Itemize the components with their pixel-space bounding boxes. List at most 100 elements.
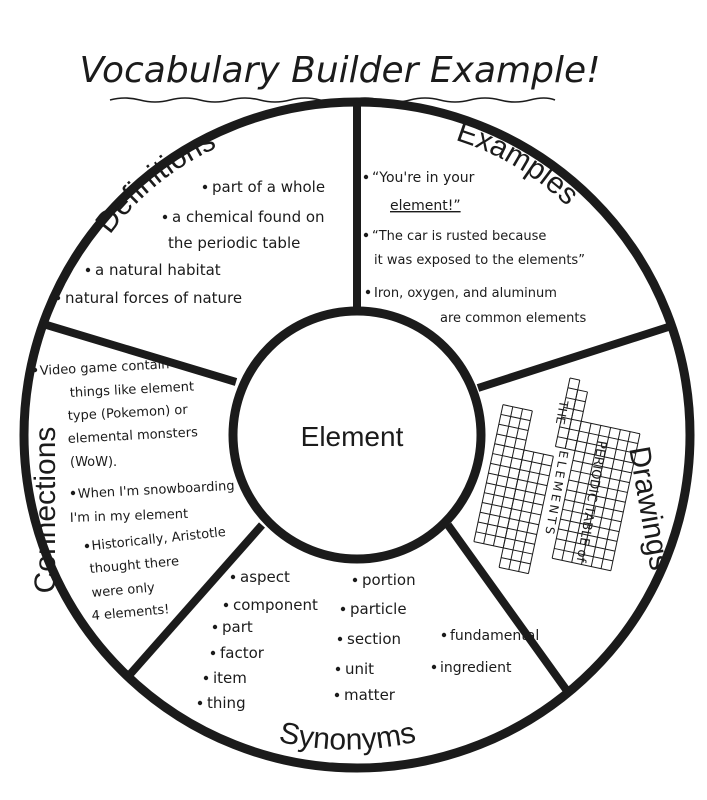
synonyms-col3: fundamental ingredient [440,628,539,676]
grid-line [555,445,566,450]
connections-item-4: elemental monsters [67,425,198,447]
grid-line [490,462,520,471]
grid-line [562,508,622,523]
synonym-component: component [233,596,318,614]
connections-item-7: I'm in my element [70,507,189,526]
connections-item-5: (WoW). [70,455,117,470]
synonym-ingredient: ingredient [440,660,512,676]
grid-line [496,433,527,441]
definitions-bullets [55,184,208,301]
divider-lower-right [444,522,574,698]
synonyms-col2: portion particle section unit matter [344,571,416,704]
grid-line [509,517,539,526]
connections-item-3: type (Pokemon) or [67,403,188,424]
examples-item-3: “The car is rusted because [372,229,546,244]
examples-item-1: “You're in your [372,170,475,186]
grid-line [572,459,632,474]
connections-bullets [32,367,90,549]
grid-line [498,423,529,431]
grid-line [480,511,510,519]
grid-line [581,420,641,435]
connections-item-11: 4 elements! [91,602,170,624]
grid-line [556,538,616,552]
definitions-item-3: the periodic table [168,234,300,252]
periodic-table-sketch [473,377,641,575]
grid-line [568,479,628,493]
grid-line [523,449,554,457]
connections-label: Connections [29,427,62,594]
grid-line [554,377,571,447]
grid-line [500,413,531,422]
grid-line [573,408,584,412]
definitions-item-2: a chemical found on [172,208,325,226]
connections-item-10: were only [91,580,156,600]
grid-line [563,406,574,410]
definitions-item-1: part of a whole [212,178,325,196]
grid-line [559,426,570,430]
grid-line [577,389,588,393]
center-word: Element [301,421,404,452]
grid-line [475,531,506,539]
grid-line [610,433,641,571]
grid-line [571,418,582,422]
divider-upper-right [476,316,690,392]
grid-line [513,498,544,506]
grid-line [574,450,634,464]
grid-line [477,521,508,529]
grid-line [565,397,576,401]
synonym-thing: thing [207,694,246,712]
examples-item-4: it was exposed to the elements” [374,253,585,268]
grid-line [552,557,611,572]
examples-item-6: are common elements [440,311,587,326]
examples-item-2: element!” [390,198,461,214]
grid-line [554,547,614,562]
grid-line [507,527,537,535]
grid-line [494,443,525,451]
synonym-item: item [213,669,247,687]
synonym-section: section [347,630,401,648]
grid-line [569,428,580,432]
section-dividers [28,102,690,698]
grid-line [511,508,541,516]
grid-line [576,440,636,454]
definitions-items: part of a whole a chemical found on the … [65,178,325,307]
definitions-item-5: natural forces of nature [65,289,242,307]
grid-line [473,404,504,542]
definitions-item-4: a natural habitat [95,261,221,279]
divider-lower-left [122,522,265,683]
periodic-table-grid [473,377,641,575]
synonym-fundamental: fundamental [450,628,539,644]
grid-line [502,404,533,412]
grid-line [575,399,586,403]
synonym-particle: particle [350,600,407,618]
synonym-factor: factor [220,644,265,662]
connections-item-1: Video game contain [39,357,169,379]
synonym-matter: matter [344,686,396,704]
grid-line [579,430,638,445]
grid-line [503,547,533,555]
grid-line [561,416,572,420]
grid-line [567,387,578,391]
grid-line [570,469,630,484]
grid-line [501,557,531,565]
synonym-part: part [222,618,253,636]
grid-line [517,478,548,487]
grid-line [515,488,546,496]
examples-items: “You're in your element!” “The car is ru… [372,170,587,326]
grid-line [498,566,529,575]
grid-line [557,436,568,440]
synonyms-col1: aspect component part factor item thing [207,568,318,712]
divider-left [28,316,238,386]
center-circle [228,306,486,564]
grid-line [569,377,580,381]
examples-item-5: Iron, oxygen, and aluminum [374,286,557,301]
grid-line [484,492,514,500]
grid-line [482,501,512,510]
grid-line [560,518,620,533]
grid-line [567,438,578,442]
connections-items: Video game contain things like element t… [39,357,234,624]
synonym-aspect: aspect [240,568,290,586]
grid-line [521,459,552,467]
grid-line [505,537,535,545]
